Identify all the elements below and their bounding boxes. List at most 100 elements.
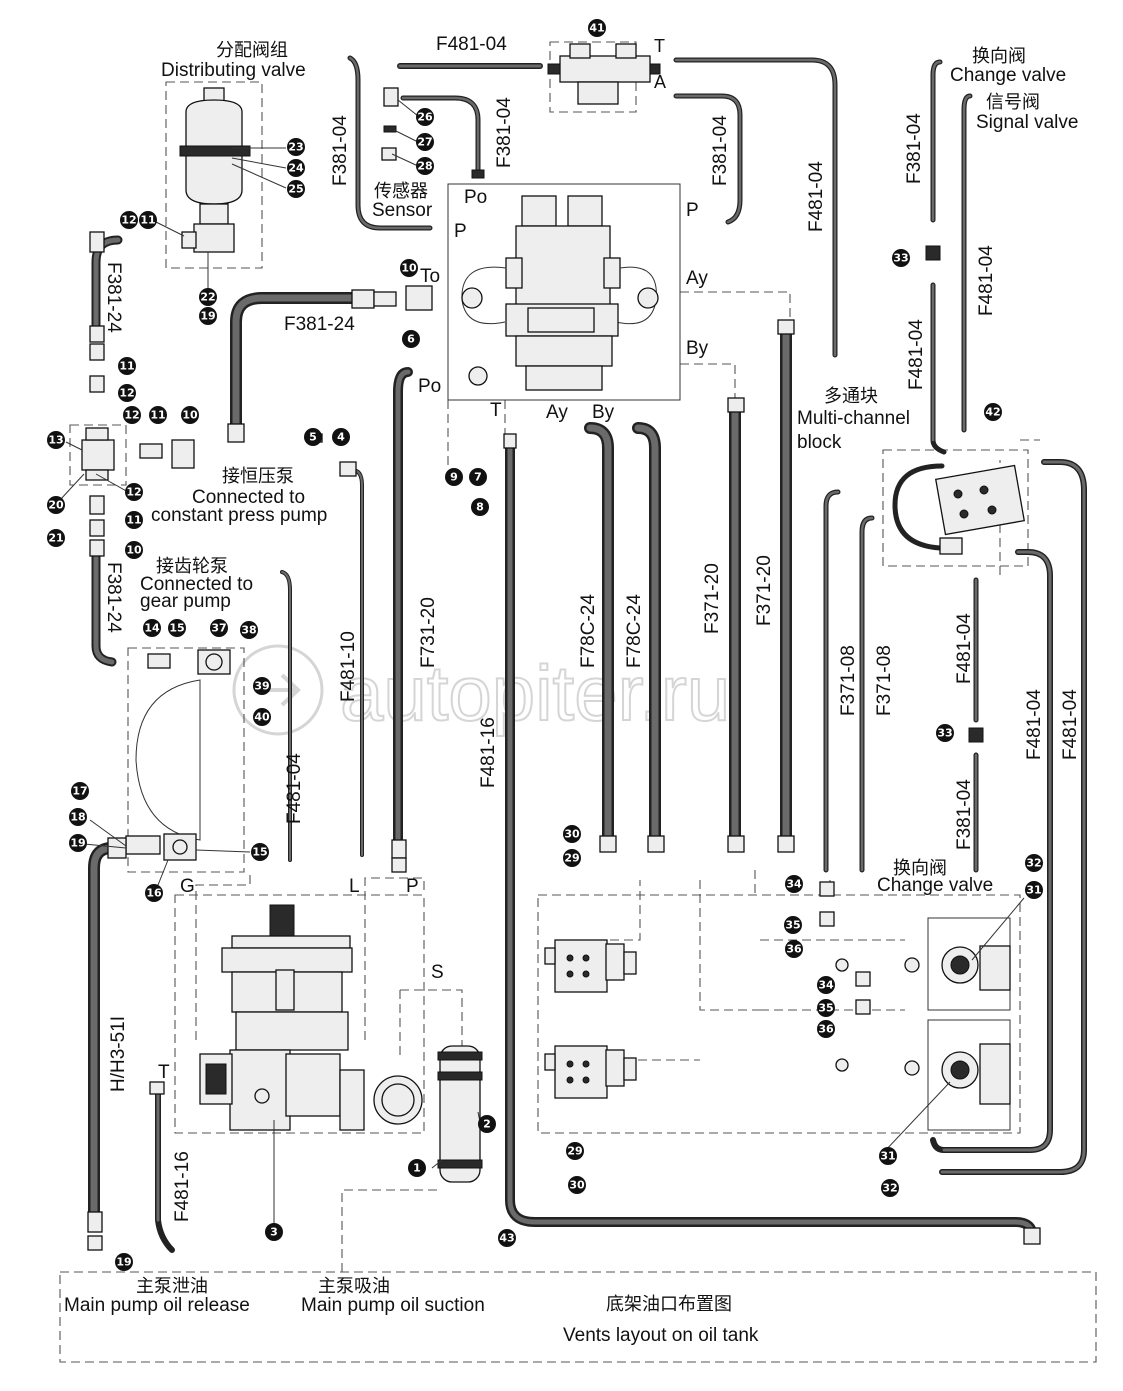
steering-cylinder-upper	[904, 917, 1011, 1011]
callout-12-mid: 12	[118, 384, 136, 402]
callout-19-low: 19	[115, 1253, 133, 1271]
hose-code-h18: F371-20	[702, 563, 723, 634]
watermark: autopiter.ru	[232, 644, 731, 738]
port-P-right: P	[686, 200, 699, 221]
port-P-pump: P	[406, 876, 419, 897]
constant-pump-cn: 接恒压泵	[222, 466, 294, 487]
hose-code-h9: F381-24	[284, 314, 355, 335]
steering-valve-lower	[544, 1045, 637, 1099]
callout-26: 26	[416, 108, 434, 126]
svg-text:33: 33	[937, 727, 952, 740]
svg-text:1: 1	[413, 1162, 421, 1175]
callout-31-low: 31	[879, 1147, 897, 1165]
callout-19-mid: 19	[69, 834, 87, 852]
svg-text:36: 36	[786, 943, 802, 956]
callout-25: 25	[287, 180, 305, 198]
port-L: L	[349, 876, 360, 897]
callout-2: 2	[478, 1115, 496, 1133]
hose-code-h4: F381-04	[710, 115, 731, 186]
svg-text:26: 26	[417, 111, 433, 124]
port-Ay-right: Ay	[686, 268, 708, 289]
hose-code-h8: F381-24	[103, 262, 124, 333]
svg-text:28: 28	[417, 160, 432, 173]
port-S: S	[431, 962, 444, 983]
callout-33-low: 33	[936, 724, 954, 742]
svg-text:12: 12	[126, 486, 141, 499]
svg-text:19: 19	[70, 837, 85, 850]
callout-29-low: 29	[566, 1142, 584, 1160]
svg-text:30: 30	[564, 828, 580, 841]
distributing-valve-en: Distributing valve	[161, 60, 306, 81]
signal-valve-en: Signal valve	[976, 112, 1078, 133]
multi-channel-block-cn: 多通块	[824, 386, 878, 407]
tank-layout-cn: 底架油口布置图	[606, 1294, 732, 1315]
svg-text:6: 6	[407, 333, 415, 346]
callouts: 41 26 27 28 23 24 25 12 11 22 19 10 6 9 …	[47, 19, 1043, 1271]
watermark-text: autopiter.ru	[340, 649, 730, 737]
port-labels: T A Po P P To Ay By Po T Ay By L P G S T	[158, 36, 709, 1083]
callout-5: 5	[304, 428, 322, 446]
svg-text:25: 25	[288, 183, 303, 196]
svg-text:22: 22	[200, 291, 215, 304]
gear-pump-tank	[135, 679, 201, 841]
hose-fittings	[87, 231, 1041, 1251]
svg-text:24: 24	[288, 162, 304, 175]
hose-code-h7: F481-04	[976, 245, 997, 316]
tank-layout-en: Vents layout on oil tank	[563, 1325, 759, 1346]
svg-text:15: 15	[252, 846, 267, 859]
hose-code-h27: F481-16	[172, 1151, 193, 1222]
svg-text:11: 11	[150, 409, 165, 422]
svg-text:33: 33	[893, 252, 908, 265]
multi-channel-block-en2: block	[797, 432, 842, 453]
callout-10-c: 10	[125, 541, 143, 559]
hose-code-h14: F731-20	[418, 597, 439, 668]
port-T-low: T	[490, 400, 502, 421]
port-By-low: By	[592, 402, 615, 423]
callout-24: 24	[287, 159, 305, 177]
callout-7: 7	[469, 468, 487, 486]
svg-text:36: 36	[818, 1023, 834, 1036]
callout-11-c: 11	[125, 511, 143, 529]
port-P-left: P	[454, 221, 467, 242]
callout-23: 23	[287, 138, 305, 156]
sensor-en: Sensor	[372, 200, 433, 221]
hose-code-h6: F381-04	[904, 113, 925, 184]
callout-37: 37	[210, 619, 228, 637]
port-Po-low: Po	[418, 376, 441, 397]
svg-text:8: 8	[476, 501, 484, 514]
sensor-cn: 传感器	[374, 181, 428, 202]
callout-11-top: 11	[139, 211, 157, 229]
callout-6: 6	[402, 330, 420, 348]
hose-code-h11: F481-04	[954, 613, 975, 684]
change-valve-cn: 换向阀	[972, 46, 1026, 67]
callout-21: 21	[47, 529, 65, 547]
svg-text:5: 5	[309, 431, 317, 444]
distributing-valve-cn: 分配阀组	[216, 40, 288, 61]
callout-36-top: 36	[785, 940, 803, 958]
hose-code-h13: F481-10	[338, 631, 359, 702]
svg-text:10: 10	[182, 409, 198, 422]
callout-30-low: 30	[568, 1176, 586, 1194]
callout-30-top: 30	[563, 825, 581, 843]
callout-32-low: 32	[881, 1179, 899, 1197]
change-valve2-en: Change valve	[877, 875, 993, 896]
dashed-boundaries	[59, 41, 1097, 1363]
callout-38: 38	[240, 621, 258, 639]
callout-11-b: 11	[149, 406, 167, 424]
svg-text:34: 34	[818, 979, 834, 992]
callout-39: 39	[253, 677, 271, 695]
svg-text:42: 42	[985, 406, 1000, 419]
svg-text:4: 4	[337, 431, 345, 444]
svg-text:12: 12	[124, 409, 139, 422]
svg-text:12: 12	[121, 214, 136, 227]
fitting-10	[171, 439, 195, 469]
hose-code-h12: F381-24	[103, 562, 124, 633]
callout-19-top: 19	[199, 307, 217, 325]
callout-14: 14	[143, 619, 161, 637]
gear-pump-cn: 接齿轮泵	[156, 556, 228, 577]
steering-valve-upper	[544, 939, 637, 993]
svg-text:29: 29	[567, 1145, 582, 1158]
port-By-right: By	[686, 338, 709, 359]
callout-28: 28	[416, 157, 434, 175]
